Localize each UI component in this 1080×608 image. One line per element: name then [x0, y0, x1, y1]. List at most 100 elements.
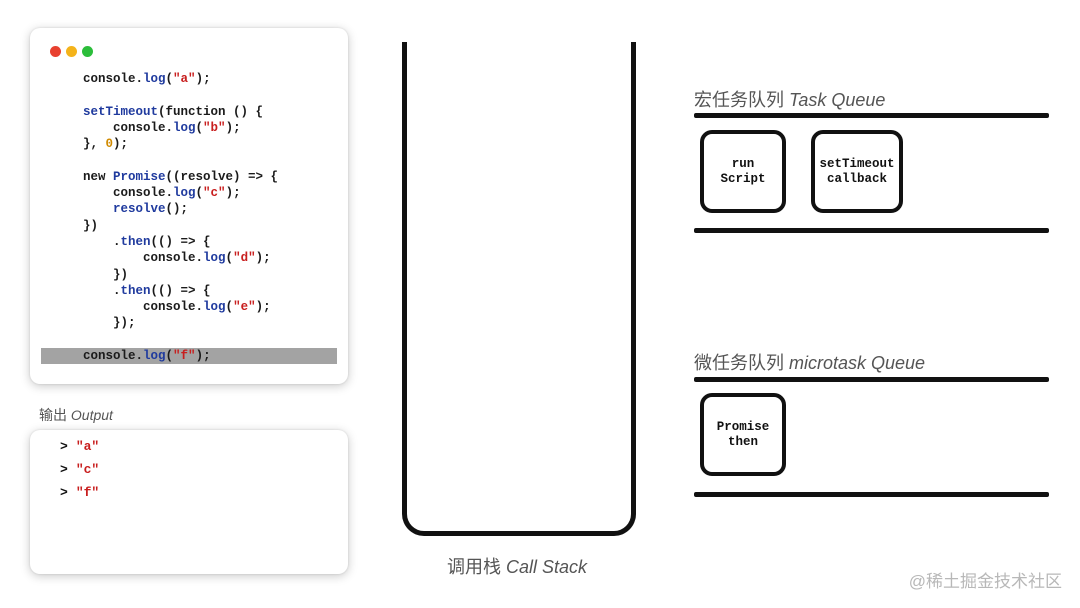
- code-token: log: [143, 349, 166, 364]
- code-token: );: [255, 300, 271, 315]
- code-token: console.: [83, 72, 144, 86]
- code-token: resolve: [113, 202, 166, 217]
- code-line: [30, 87, 348, 103]
- code-line: resolve();: [30, 201, 348, 217]
- code-line: [30, 332, 348, 348]
- code-token: .: [83, 283, 121, 298]
- code-token: 0: [105, 137, 114, 152]
- code-line: console.log("f");: [41, 348, 337, 365]
- code-token: (: [195, 186, 204, 201]
- code-line: [30, 152, 348, 168]
- code-line: .then(() => {: [30, 234, 348, 250]
- code-token: "e": [233, 300, 256, 315]
- output-label: 输出 Output: [39, 405, 113, 425]
- microtask-queue-label-en: microtask Queue: [789, 353, 926, 373]
- output-value: "c": [75, 462, 100, 477]
- code-token: console.: [83, 300, 204, 315]
- code-line: console.log("b");: [30, 120, 348, 136]
- output-label-en: Output: [70, 407, 113, 423]
- code-token: "d": [233, 251, 256, 266]
- output-prompt: >: [60, 462, 68, 477]
- code-token: );: [195, 349, 211, 364]
- task-item-line1: run: [731, 156, 755, 171]
- code-token: }): [83, 218, 99, 233]
- call-stack-container: [402, 42, 636, 536]
- output-prompt: >: [60, 485, 68, 500]
- code-token: log: [143, 72, 166, 86]
- code-token: log: [203, 300, 226, 315]
- window-controls: [50, 46, 93, 57]
- task-queue-label: 宏任务队列 Task Queue: [694, 86, 885, 112]
- microtask-queue-bottom-line: [694, 492, 1049, 497]
- code-token: "c": [203, 186, 226, 201]
- code-token: setTimeout: [83, 104, 159, 119]
- code-token: console.: [83, 251, 204, 266]
- code-token: Promise: [113, 169, 166, 184]
- code-token: (: [225, 300, 234, 315]
- code-token: then: [120, 234, 151, 249]
- code-line: setTimeout(function () {: [30, 104, 348, 120]
- code-token: }): [83, 267, 129, 282]
- output-item: >"a": [60, 439, 99, 454]
- task-queue-top-line: [694, 113, 1049, 118]
- task-queue-bottom-line: [694, 228, 1049, 233]
- code-token: (: [225, 251, 234, 266]
- microtask-queue-label-cn: 微任务队列: [694, 353, 790, 373]
- code-token: (: [165, 72, 174, 86]
- code-token: },: [83, 137, 106, 152]
- code-line: console.log("c");: [30, 185, 348, 201]
- code-line: console.log("e");: [30, 299, 348, 315]
- code-line: .then(() => {: [30, 283, 348, 299]
- code-token: log: [173, 120, 196, 135]
- code-token: then: [120, 283, 151, 298]
- microtask-item-line2: then: [727, 434, 758, 449]
- task-item-line2: Script: [720, 171, 766, 186]
- code-token: (: [165, 349, 174, 364]
- task-item-line2: callback: [826, 171, 887, 186]
- code-token: console.: [83, 349, 144, 364]
- output-prompt: >: [60, 439, 68, 454]
- maximize-dot-icon: [82, 46, 93, 57]
- code-token: );: [195, 72, 211, 86]
- microtask-queue-label: 微任务队列 microtask Queue: [694, 349, 925, 375]
- code-token: );: [113, 137, 129, 152]
- code-line: }): [30, 218, 348, 234]
- code-token: );: [255, 251, 271, 266]
- code-token: (() => {: [150, 283, 211, 298]
- code-token: });: [83, 316, 136, 331]
- call-stack-label-cn: 调用栈: [447, 557, 507, 577]
- code-window: console.log("a");setTimeout(function () …: [30, 28, 348, 384]
- code-token: ();: [165, 202, 189, 217]
- close-dot-icon: [50, 46, 61, 57]
- output-item: > "f": [60, 485, 99, 500]
- minimize-dot-icon: [66, 46, 77, 57]
- code-line: new Promise((resolve) => {: [30, 169, 348, 185]
- code-block: console.log("a");setTimeout(function () …: [30, 71, 348, 365]
- task-queue-label-cn: 宏任务队列: [694, 90, 790, 110]
- code-token: "a": [173, 72, 196, 86]
- code-token: (() => {: [150, 234, 211, 249]
- code-token: new: [83, 169, 114, 184]
- task-queue-label-en: Task Queue: [789, 90, 886, 110]
- code-token: );: [225, 120, 241, 135]
- code-token: log: [173, 186, 196, 201]
- code-line: }, 0);: [30, 136, 348, 152]
- code-token: .: [83, 234, 121, 249]
- code-token: ((resolve) => {: [165, 169, 279, 184]
- code-line: });: [30, 315, 348, 331]
- microtask-item-line1: Promise: [716, 419, 770, 434]
- code-line: console.log("a");: [30, 71, 348, 87]
- code-token: "f": [173, 349, 196, 364]
- call-stack-label-en: Call Stack: [506, 557, 588, 577]
- code-token: );: [225, 186, 241, 201]
- output-value: "f": [75, 485, 100, 500]
- output-label-cn: 输出: [39, 407, 71, 423]
- code-line: console.log("d");: [30, 250, 348, 266]
- code-token: "b": [203, 120, 226, 135]
- microtask-queue-top-line: [694, 377, 1049, 382]
- watermark: @稀土掘金技术社区: [908, 572, 1062, 591]
- call-stack-label: 调用栈 Call Stack: [447, 553, 587, 579]
